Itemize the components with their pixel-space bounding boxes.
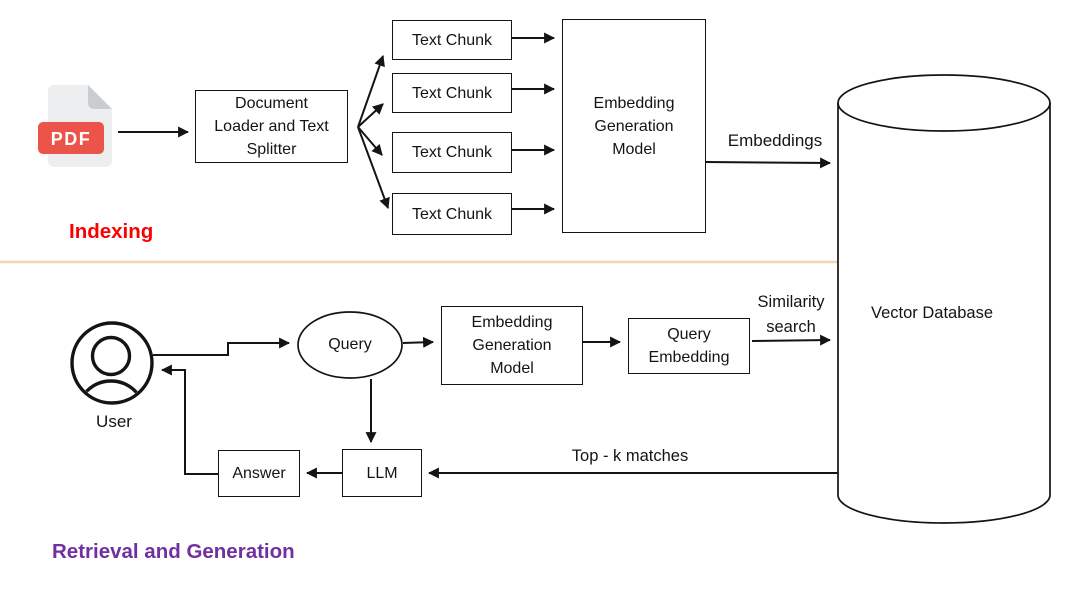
embedding-generation-model-box-top: Embedding Generation Model (562, 19, 706, 233)
arrow-user-to-query (153, 337, 291, 356)
document-loader-line: Document (235, 95, 308, 112)
similarity-search-label: Similarity search (731, 290, 851, 340)
document-loader-line: Loader and Text (214, 118, 329, 135)
user-label: User (96, 412, 132, 431)
vector-database-cylinder (837, 74, 1051, 524)
arrow-loader-to-chunk-3 (357, 126, 383, 156)
arrow-answer-to-user (160, 364, 218, 475)
embedding-generation-model-box-bottom: Embedding Generation Model (441, 306, 583, 385)
embedding-model-line: Embedding (471, 314, 553, 331)
embedding-model-line: Generation (594, 117, 674, 135)
arrow-similarity-search-to-vectordb (751, 334, 832, 346)
pdf-badge (38, 122, 104, 154)
text-chunk-box-1: Text Chunk (392, 20, 512, 60)
embedding-model-line: Model (490, 360, 534, 377)
embedding-model-line: Model (612, 140, 656, 158)
arrow-loader-to-chunk-1 (357, 54, 385, 128)
embedding-model-line: Embedding (593, 94, 675, 112)
document-loader-box: Document Loader and Text Splitter (195, 90, 348, 163)
pdf-folded-corner (88, 85, 112, 109)
query-embedding-box: Query Embedding (628, 318, 750, 374)
text-chunk-box-3: Text Chunk (392, 132, 512, 173)
embeddings-arrow-label: Embeddings (727, 131, 823, 150)
llm-box: LLM (342, 449, 422, 497)
vector-database-label: Vector Database (871, 304, 993, 322)
arrow-query-to-embedding-model (402, 336, 435, 348)
query-label: Query (328, 336, 372, 353)
query-ellipse (297, 311, 403, 379)
pdf-badge-label: PDF (51, 129, 92, 149)
text-chunk-box-2: Text Chunk (392, 73, 512, 113)
similarity-search-line: Similarity (757, 293, 825, 311)
arrow-embeddings-to-vectordb (705, 157, 832, 169)
top-k-matches-label: Top - k matches (571, 447, 689, 465)
document-loader-line: Splitter (246, 141, 297, 158)
answer-box: Answer (218, 450, 300, 497)
similarity-search-line: search (766, 318, 816, 336)
text-chunk-box-4: Text Chunk (392, 193, 512, 235)
query-embedding-line: Embedding (648, 349, 730, 366)
indexing-section-label: Indexing (69, 220, 154, 243)
pdf-file-icon: PDF (38, 85, 112, 167)
embedding-model-line: Generation (472, 337, 552, 354)
arrow-loader-to-chunk-2 (357, 103, 384, 128)
user-icon (70, 321, 154, 405)
arrow-loader-to-chunk-4 (357, 126, 390, 210)
query-embedding-line: Query (667, 326, 711, 343)
retrieval-section-label: Retrieval and Generation (52, 540, 295, 563)
